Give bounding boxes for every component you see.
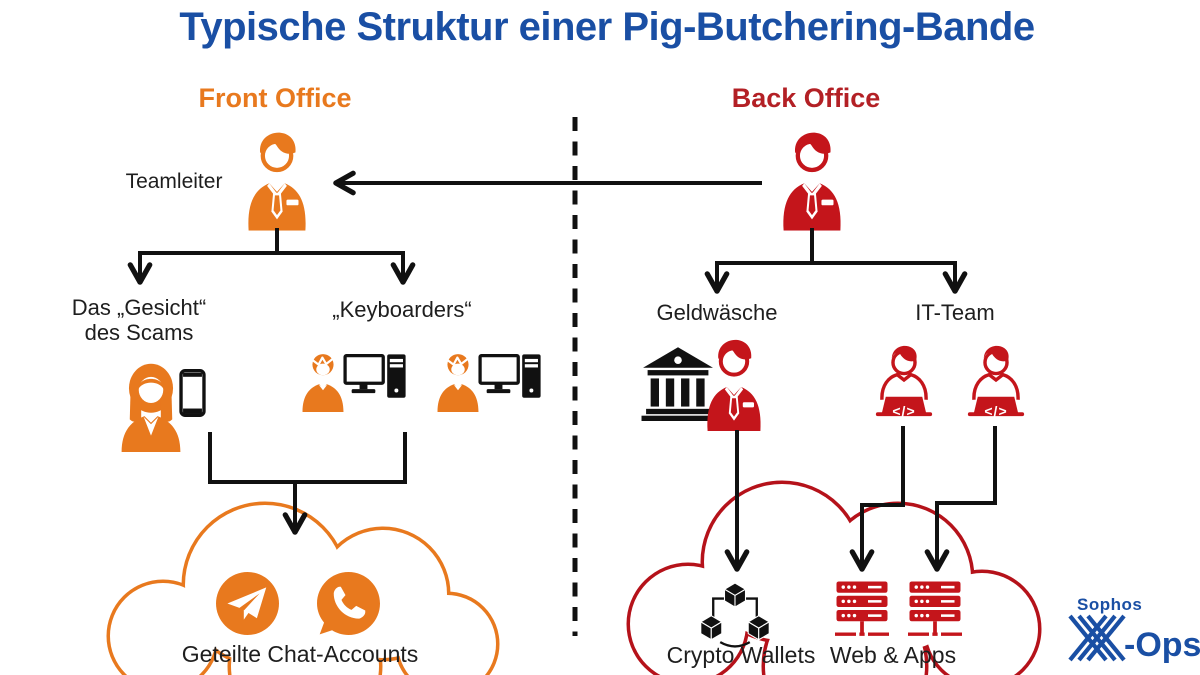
smartphone-icon (179, 368, 206, 418)
scam-face-label-line2: des Scams (84, 320, 194, 346)
it-team-label: IT-Team (915, 300, 995, 325)
server-rack-icon (908, 579, 962, 647)
x-glyph (1068, 614, 1126, 662)
front-bracket (208, 432, 407, 484)
keyboarder-person-icon (291, 336, 355, 424)
x-ops-text: -Ops (1124, 626, 1200, 664)
sophos-brand-text: Sophos (1077, 595, 1142, 614)
page-title: Typische Struktur einer Pig-Butchering-B… (179, 5, 1035, 49)
front-office-heading: Front Office (198, 83, 352, 113)
shared-chat-accounts-label: Geteilte Chat-Accounts (181, 641, 419, 667)
geldwaesche-label: Geldwäsche (656, 300, 778, 325)
crypto-wallets-label: Crypto Wallets (666, 642, 816, 668)
arrow-dev2-to-server (924, 426, 997, 572)
back-office-heading: Back Office (731, 83, 881, 113)
teamleiter-label: Teamleiter (125, 170, 223, 193)
teamleiter-businessman-icon (234, 126, 320, 232)
money-launderer-icon (694, 334, 774, 432)
keyboarders-label: „Keyboarders“ (332, 297, 472, 322)
server-rack-icon (835, 579, 889, 647)
laptop-code-glyph: </> (984, 403, 1008, 419)
laptop-code-glyph: </> (892, 403, 916, 419)
telegram-icon (214, 570, 281, 637)
sophos-x-ops-logo: Sophos -Ops (1068, 595, 1200, 664)
whatsapp-icon (315, 570, 382, 637)
web-apps-label: Web & Apps (829, 642, 957, 668)
keyboarder-person-icon (426, 336, 490, 424)
back-office-boss-icon (769, 126, 855, 232)
arrow-dev1-to-server (849, 426, 905, 572)
scam-face-label: Das „Gesicht“ des Scams (72, 295, 206, 346)
scam-face-label-line1: Das „Gesicht“ (71, 295, 207, 320)
